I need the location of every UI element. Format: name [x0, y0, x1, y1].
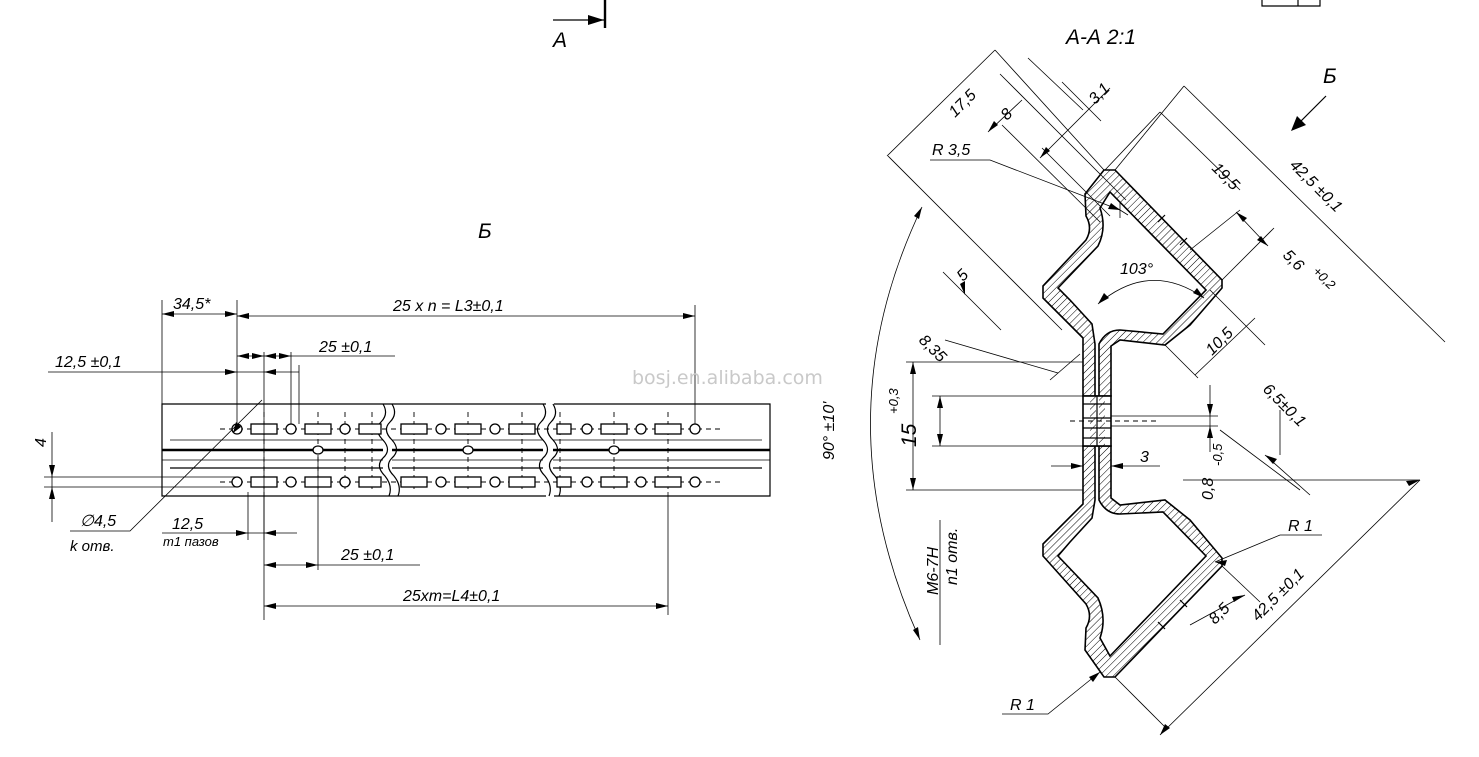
dim-0-8: 0,8	[1200, 478, 1217, 500]
radius-3-5: R 3,5	[932, 142, 970, 159]
dim-17-5: 17,5	[946, 87, 980, 121]
rail-plan-view	[161, 403, 771, 497]
angle-90: 90° ±10'	[821, 401, 838, 460]
left-view-dimensions: 34,5* 25 x n = L3±0,1 25 ±0,1 12,5 ±0,1 …	[33, 296, 696, 620]
title-block-corner	[1261, 0, 1321, 7]
dim-5-6: 5,6	[1279, 247, 1307, 275]
section-marker-letter: А	[551, 29, 567, 52]
dim-hole-diameter: ∅4,5	[80, 513, 116, 530]
top-hole-row	[231, 423, 701, 435]
dim-3-1: 3,1	[1086, 80, 1114, 108]
thread-count: n1 отв.	[944, 528, 961, 585]
dim-19-5: 19,5	[1208, 160, 1242, 194]
bottom-hole-row	[231, 476, 701, 488]
dim-slot-count: m1 пазов	[163, 534, 219, 549]
dim-8-35: 8,35	[915, 332, 949, 366]
dim-25-top: 25 ±0,1	[318, 339, 372, 356]
dim-25-bottom: 25 ±0,1	[340, 547, 394, 564]
dim-l4: 25xm=L4±0,1	[402, 588, 500, 605]
angle-103: 103°	[1120, 261, 1154, 278]
view-letter-left: Б	[478, 220, 492, 243]
dim-42-5-top: 42,5 ±0,1	[1286, 157, 1345, 216]
radius-1-bottom: R 1	[1010, 697, 1035, 714]
center-holes	[312, 445, 620, 455]
watermark: bosj.en.alibaba.com	[632, 367, 823, 389]
dim-3: 3	[1140, 449, 1149, 466]
dim-12-5-bottom: 12,5	[172, 516, 203, 533]
dim-4: 4	[33, 438, 50, 447]
dim-l3: 25 x n = L3±0,1	[392, 298, 504, 315]
dim-42-5-bottom: 42,5 ±0,1	[1249, 566, 1308, 625]
dim-10-5: 10,5	[1203, 325, 1237, 359]
dim-6-5: 6,5±0,1	[1259, 381, 1309, 431]
dim-5: 5	[954, 266, 972, 284]
profile-section	[1042, 169, 1223, 678]
view-letter-right: Б	[1323, 65, 1337, 88]
dim-15-tol: +0,3	[886, 388, 901, 414]
section-title: А-А 2:1	[1064, 26, 1136, 49]
dim-5-6-tol: +0,2	[1310, 264, 1339, 293]
section-marker-a: А	[551, 0, 607, 52]
dim-8-5: 8,5	[1206, 600, 1234, 628]
dim-12-5-top: 12,5 ±0,1	[55, 354, 122, 371]
view-direction-b: Б	[1291, 65, 1337, 131]
dim-34-5: 34,5*	[173, 296, 211, 313]
thread-spec: M6-7H	[925, 547, 942, 595]
radius-1-right: R 1	[1288, 518, 1313, 535]
dim-0-8-tol: -0,5	[1210, 443, 1225, 466]
dim-15: 15	[898, 423, 921, 447]
dim-hole-count: k отв.	[70, 538, 115, 555]
